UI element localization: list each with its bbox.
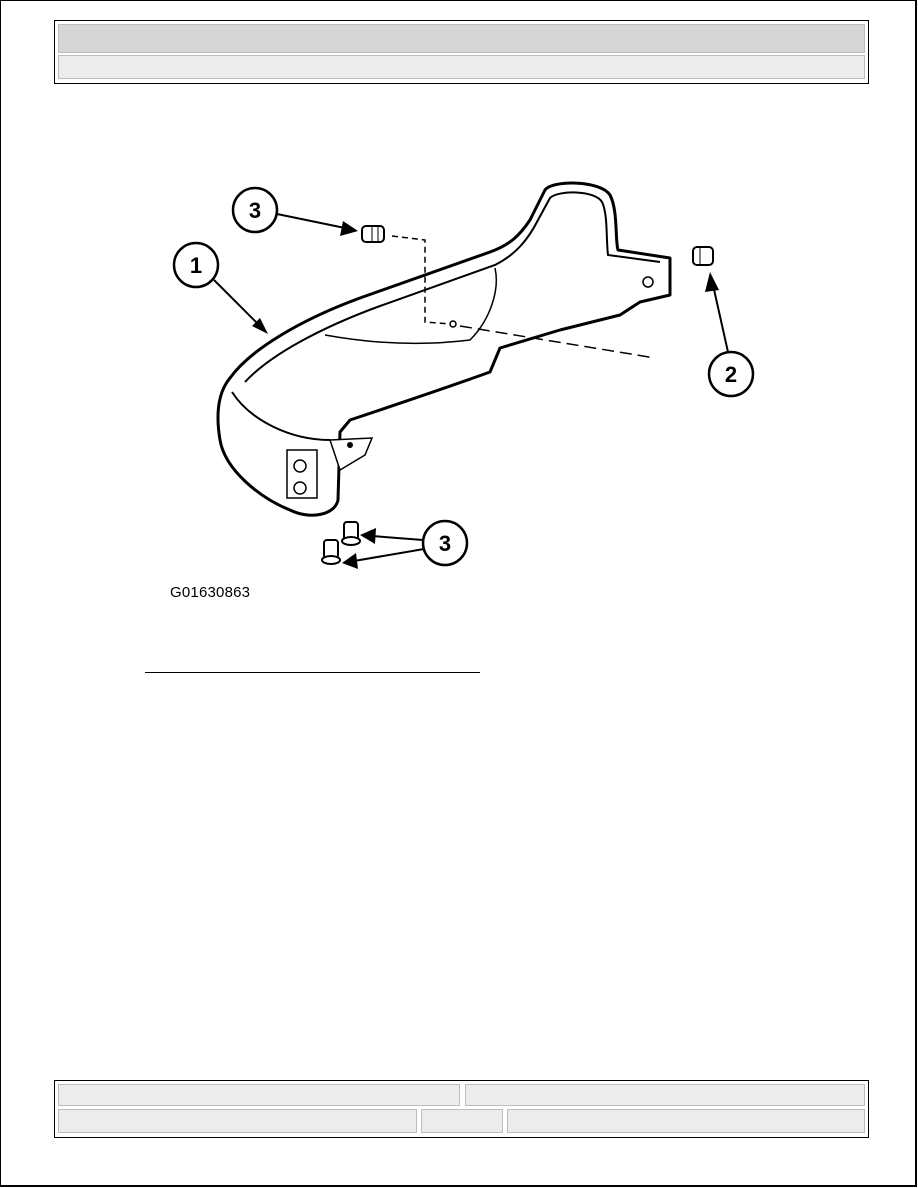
footer-cell-right-top (465, 1084, 865, 1106)
bracket-tab-hole (347, 442, 353, 448)
fastener-bottom-2 (321, 539, 341, 565)
callout-3-bottom-arrowhead-a (360, 528, 376, 544)
trim-panel-front-curve (231, 391, 331, 441)
header-subtitle-bar (58, 55, 865, 79)
alignment-line-2 (459, 325, 656, 359)
callout-3-bottom-arrowhead-b (342, 553, 358, 569)
header-title (59, 28, 63, 42)
footer-cell-middle-bottom (421, 1109, 503, 1133)
callout-2-arrowhead (705, 272, 719, 292)
callout-1-circle (172, 241, 220, 289)
seat-trim-illustration: 1 2 3 3 (172, 181, 755, 569)
rear-tab-hole (642, 276, 654, 288)
footer-cell-left-top (58, 1084, 460, 1106)
callout-1-arrowhead (252, 318, 268, 334)
callout-3-top-arrowhead (340, 221, 358, 236)
callout-3-top-circle (231, 186, 279, 234)
callout-1-label: 1 (190, 253, 202, 278)
separator-line (145, 672, 480, 673)
trim-panel-outline (216, 181, 672, 517)
callout-3-top-label: 3 (249, 198, 261, 223)
bracket-hole-lower (293, 481, 307, 495)
header-subtitle (59, 59, 63, 73)
footer-cell-left-bottom (58, 1109, 417, 1133)
header-title-bar (58, 24, 865, 53)
callout-3-bottom-label: 3 (439, 531, 451, 556)
trim-panel-lower-edge (324, 267, 497, 345)
callout-2-label: 2 (725, 362, 737, 387)
bracket-tab (328, 437, 374, 472)
callout-2-circle (707, 350, 755, 398)
footer-cell-middle-bottom-text (422, 1113, 426, 1127)
footer-box (54, 1080, 869, 1138)
callout-3-bottom-circle (421, 519, 469, 567)
callout-3-bottom-leader-a (371, 535, 424, 541)
fastener-top (361, 225, 385, 243)
figure-code: G01630863 (170, 584, 251, 601)
callout-3-bottom-leader-b (353, 548, 425, 562)
header-box (54, 20, 869, 84)
fastener-bottom-1 (341, 521, 361, 546)
callout-1-leader (213, 279, 263, 329)
callout-2-leader (712, 284, 729, 353)
trim-panel-inner-lip (244, 191, 661, 383)
fastener-rear (692, 246, 714, 266)
bracket-hole-upper (293, 459, 307, 473)
callout-3-top-leader (276, 213, 346, 229)
footer-cell-right-bottom (507, 1109, 865, 1133)
footer-cell-right-top-text (466, 1088, 470, 1102)
footer-cell-right-bottom-text (508, 1113, 512, 1127)
footer-cell-left-bottom-text (59, 1113, 63, 1127)
alignment-line-3-top (391, 235, 451, 325)
upper-hole (449, 320, 457, 328)
footer-cell-left-top-text (59, 1088, 63, 1102)
